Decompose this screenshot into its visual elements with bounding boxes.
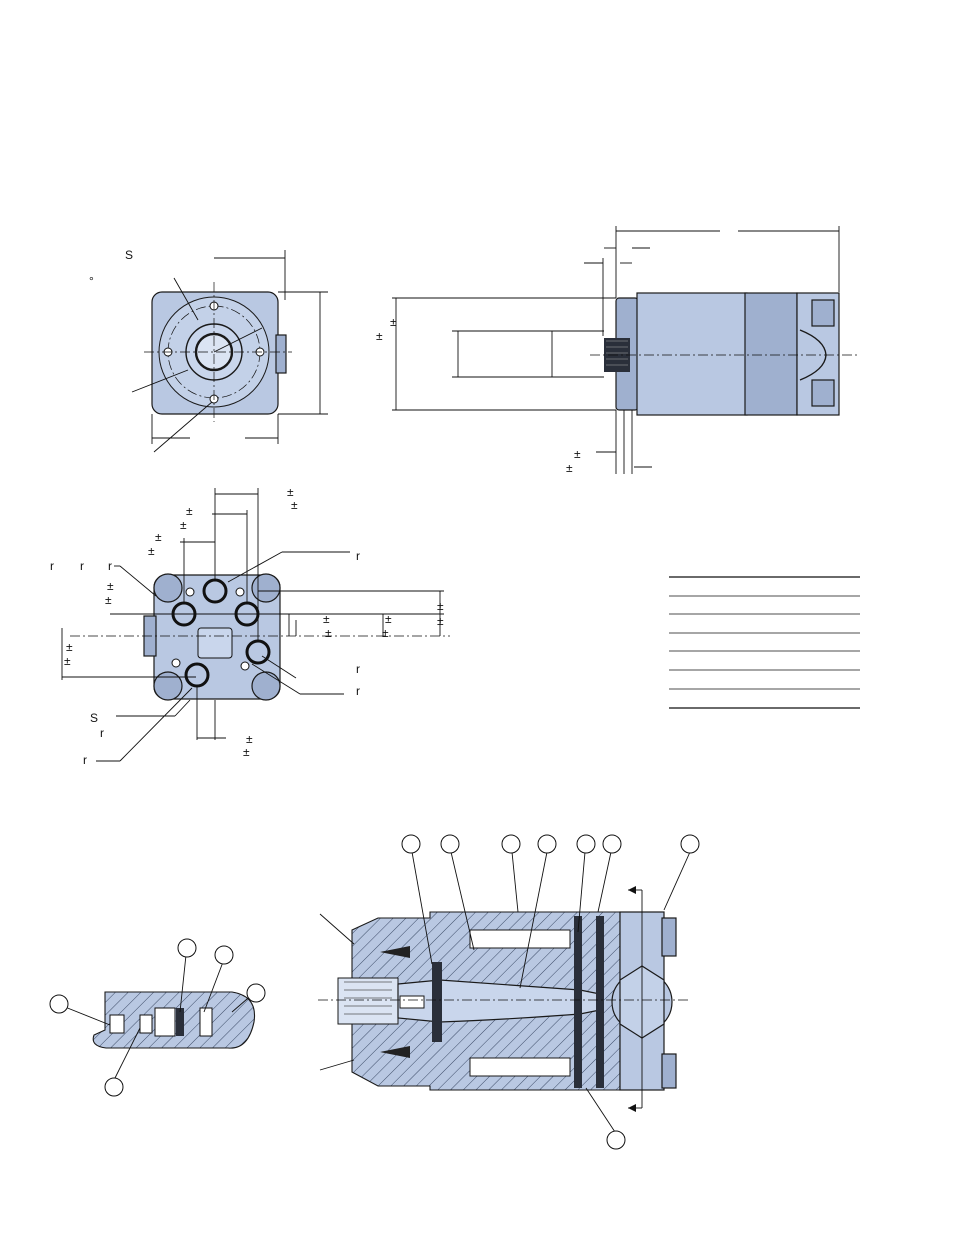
seal-detail-view	[49, 938, 266, 1097]
seal-detail-balloon-4	[214, 945, 234, 965]
port-pm-15: ±	[385, 612, 392, 626]
port-label-r1: r	[50, 559, 54, 573]
port-pm-17: ±	[246, 732, 253, 746]
port-face-port-lower-right	[245, 639, 271, 665]
port-pm-18: ±	[243, 745, 250, 759]
section-balloon-5	[576, 834, 596, 854]
port-pm-5: ±	[155, 530, 162, 544]
port-pm-4: ±	[180, 518, 187, 532]
port-label-s: S	[90, 711, 98, 725]
side-view-pm-1: ±	[390, 315, 397, 329]
section-balloon-8	[606, 1130, 626, 1150]
front-view-side-boss	[275, 334, 287, 374]
port-face-corner-boss-br	[251, 671, 281, 701]
port-pm-1: ±	[287, 485, 294, 499]
port-pm-12: ±	[437, 614, 444, 628]
port-pm-11: ±	[437, 599, 444, 613]
port-pm-13: ±	[323, 612, 330, 626]
side-view-pm-3: ±	[574, 447, 581, 461]
seal-detail-balloon-3	[177, 938, 197, 958]
section-balloon-6	[602, 834, 622, 854]
side-view-housing	[636, 292, 748, 416]
port-pm-3: ±	[186, 504, 193, 518]
port-pm-8: ±	[105, 593, 112, 607]
section-output-shaft	[337, 977, 399, 1025]
section-bearing	[432, 962, 442, 1042]
port-face-corner-boss-tr	[251, 573, 281, 603]
section-plate-2	[596, 916, 604, 1088]
port-face-corner-boss-tl	[153, 573, 183, 603]
port-face-view: r r r r r r r r S ± ± ± ± ± ± ± ± ± ± ± …	[50, 485, 450, 767]
side-view-port-top	[811, 299, 835, 327]
port-label-r4: r	[356, 549, 360, 563]
port-label-r8: r	[83, 753, 87, 767]
cross-section-view	[318, 834, 700, 1150]
port-pm-2: ±	[291, 498, 298, 512]
section-plate-1	[574, 916, 582, 1088]
section-balloon-7	[680, 834, 700, 854]
port-pm-14: ±	[325, 626, 332, 640]
front-view-degree-mark: °	[89, 274, 94, 288]
side-view-port-bottom	[811, 379, 835, 407]
seal-detail-balloon-1	[49, 994, 69, 1014]
port-pm-10: ±	[64, 654, 71, 668]
seal-detail-balloon-5	[246, 983, 266, 1003]
section-balloon-3	[501, 834, 521, 854]
section-balloon-2	[440, 834, 460, 854]
port-label-r6: r	[356, 684, 360, 698]
seal-detail-balloon-2	[104, 1077, 124, 1097]
dimension-table	[669, 576, 860, 709]
port-label-r7: r	[100, 726, 104, 740]
side-view-valve-section	[744, 292, 798, 416]
port-pm-7: ±	[107, 579, 114, 593]
port-pm-6: ±	[148, 544, 155, 558]
port-pm-16: ±	[382, 626, 389, 640]
port-face-center-pad	[197, 627, 233, 659]
section-balloon-4	[537, 834, 557, 854]
port-pm-9: ±	[66, 640, 73, 654]
section-balloon-1	[401, 834, 421, 854]
seal-detail-wiper	[109, 1014, 125, 1034]
front-view: S °	[89, 248, 328, 453]
port-label-r5: r	[356, 662, 360, 676]
port-face-corner-boss-bl	[153, 671, 183, 701]
seal-detail-seal-ring	[176, 1008, 184, 1036]
side-view-pm-4: ±	[566, 461, 573, 475]
front-view-s-label: S	[125, 248, 133, 262]
port-label-r2: r	[80, 559, 84, 573]
port-label-r3: r	[108, 559, 112, 573]
side-view: ± ± ± ±	[376, 226, 858, 475]
side-view-pm-2: ±	[376, 329, 383, 343]
